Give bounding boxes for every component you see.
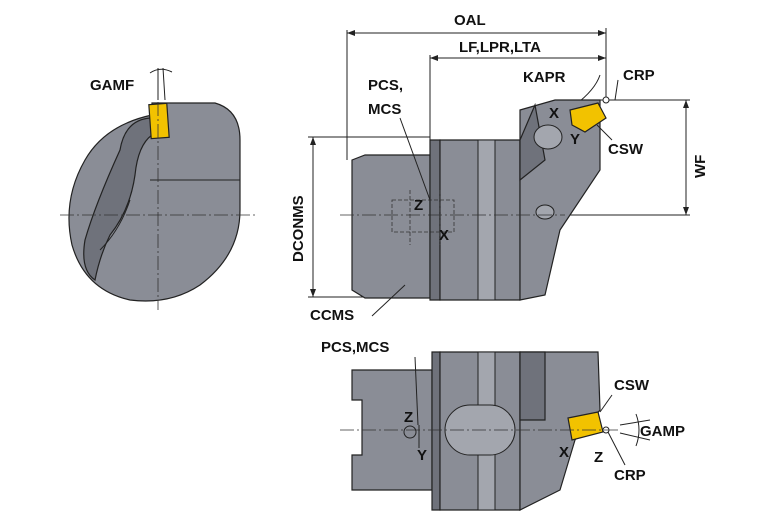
csw-top-label: CSW [608,141,644,158]
y-axis-bottom: Y [417,447,427,464]
oal-label: OAL [454,12,486,29]
front-view [60,67,255,310]
z-axis-bottom: Z [404,409,413,426]
z-axis-bottom-2: Z [594,449,603,466]
mcs-top-label: MCS [368,101,401,118]
insert-front [148,102,170,140]
gamp-label: GAMP [640,423,685,440]
insert-bottom [567,411,604,441]
x-axis-mid: X [439,227,449,244]
y-axis-top: Y [570,131,580,148]
csw-bottom-label: CSW [614,377,650,394]
x-axis-top: X [549,105,559,122]
top-view [308,28,690,317]
gamf-label: GAMF [90,77,134,94]
dconms-label: DCONMS [290,195,307,262]
bottom-view [340,351,651,511]
lf-lpr-lta-label: LF,LPR,LTA [459,39,541,56]
x-axis-bottom: X [559,444,569,461]
pcs-top-label: PCS, [368,77,403,94]
crp-bottom-label: CRP [614,467,646,484]
z-axis-mid: Z [414,197,423,214]
insert-top [569,102,607,133]
wf-label: WF [692,155,709,178]
ccms-label: CCMS [310,307,354,324]
pcs-mcs-bottom-label: PCS,MCS [321,339,389,356]
kapr-label: KAPR [523,69,566,86]
crp-top-label: CRP [623,67,655,84]
